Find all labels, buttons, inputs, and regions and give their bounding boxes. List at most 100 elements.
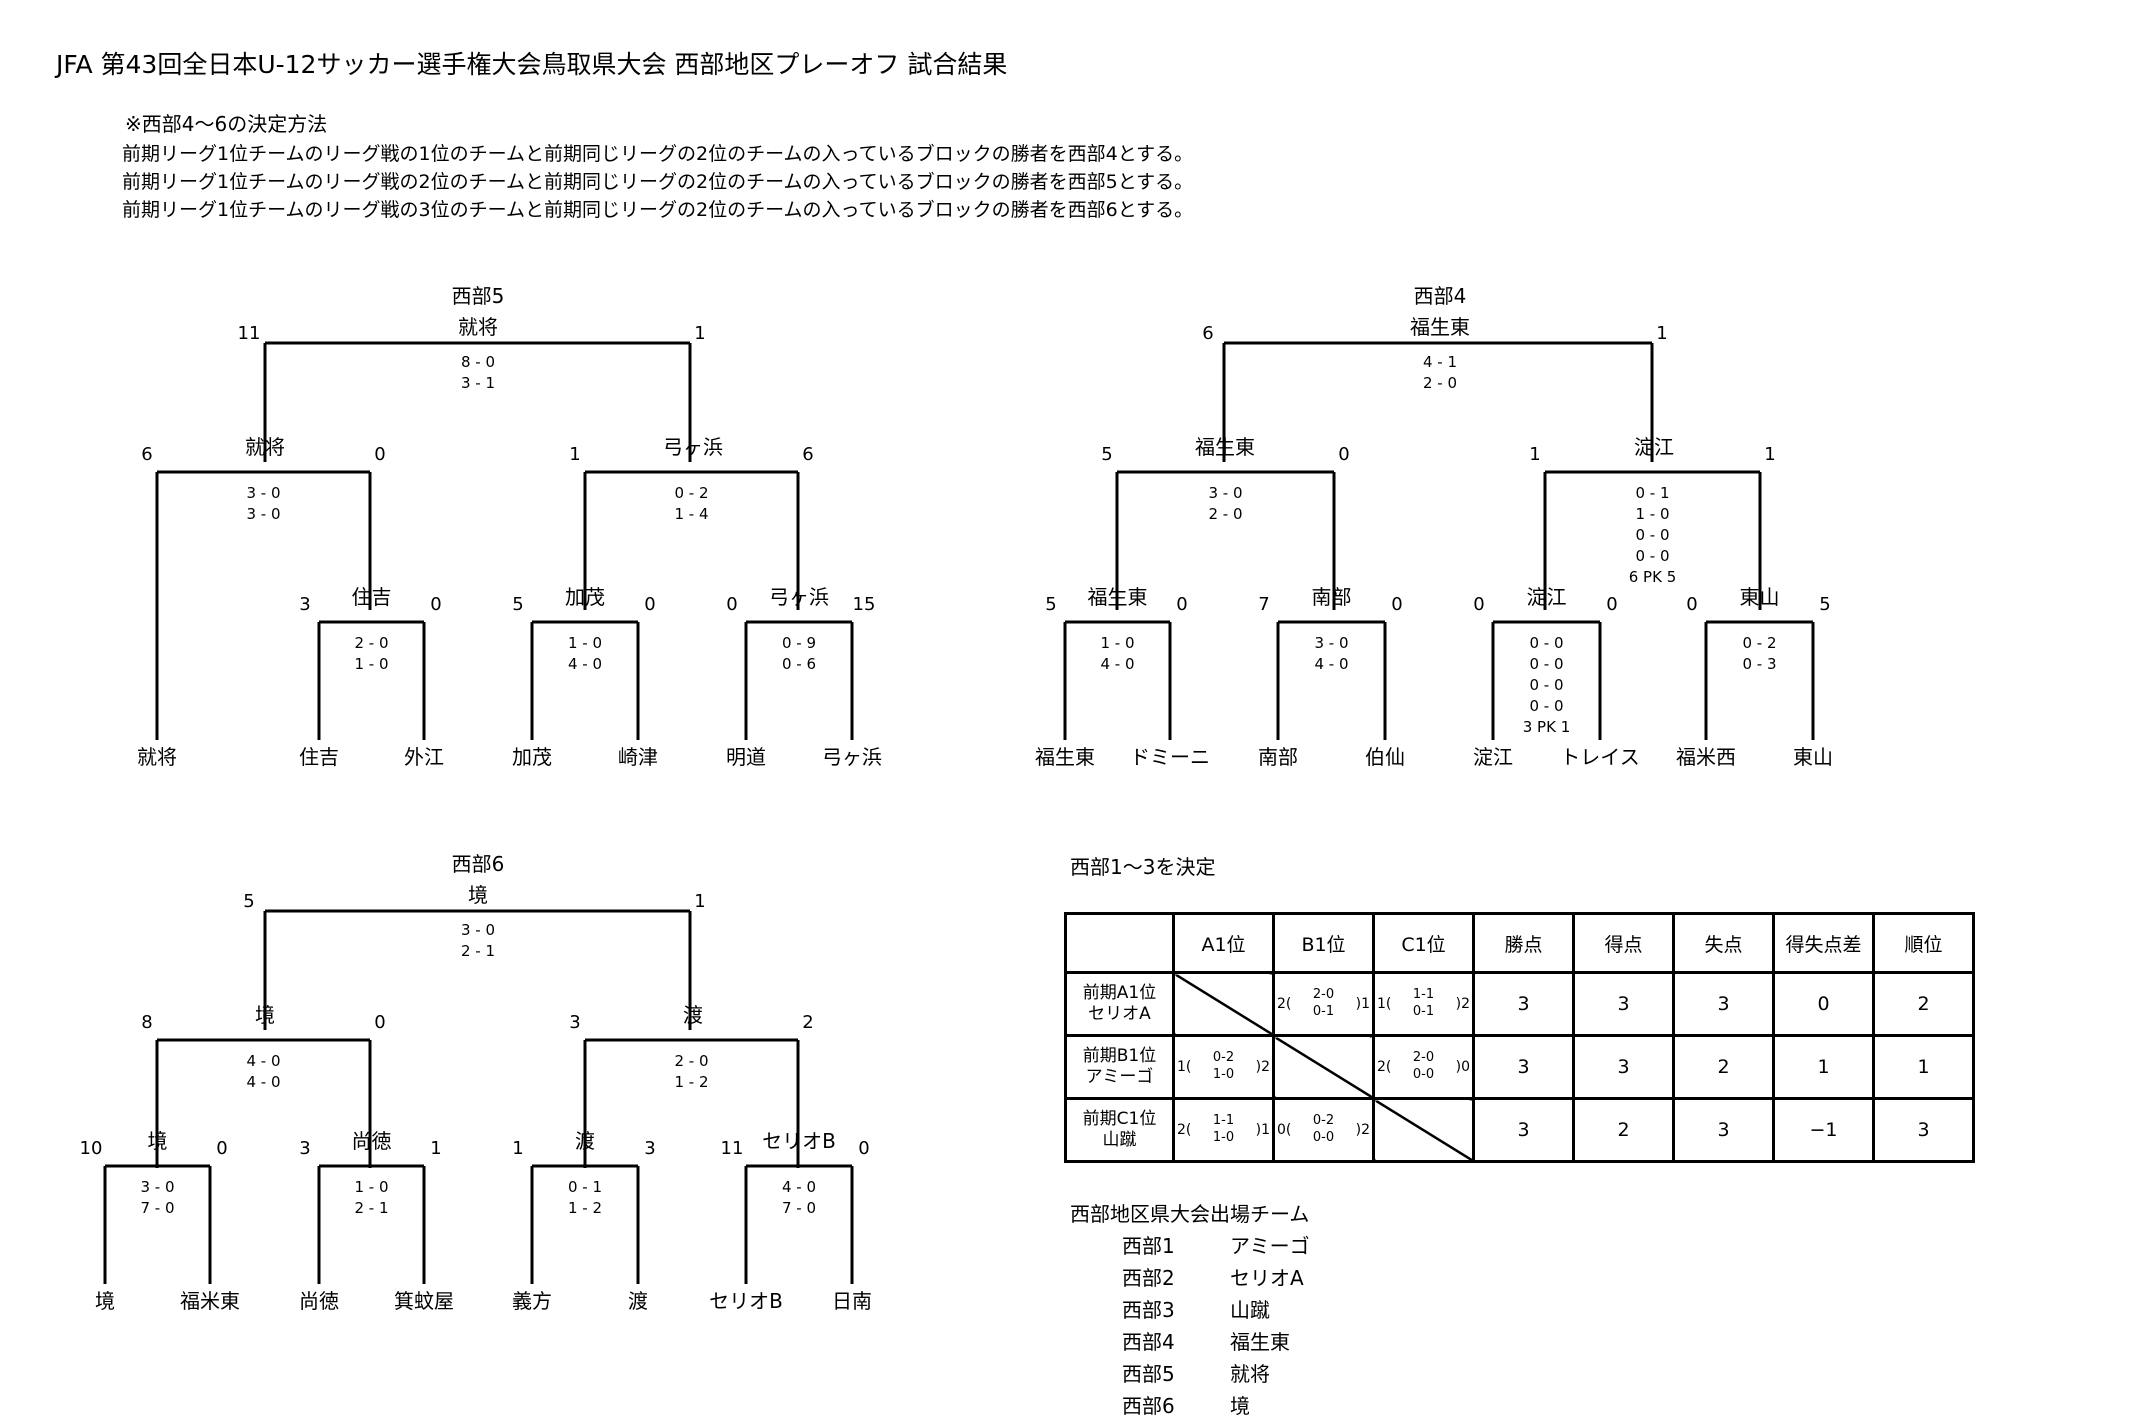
final-score: 3 - 0	[461, 921, 495, 939]
quarter-winner: 尚徳	[352, 1129, 392, 1153]
note-line: 前期リーグ1位チームのリーグ戦の1位のチームと前期同じリーグの2位のチームの入っ…	[122, 143, 1194, 165]
standings-header-cell: A1位	[1172, 912, 1275, 974]
semi-left-goals: 8	[141, 1012, 152, 1033]
match-half-score: 0-2	[1312, 1113, 1335, 1129]
standings-pts: 3	[1472, 1097, 1575, 1163]
quarter-winner: 境	[148, 1129, 168, 1153]
standings-header-cell: B1位	[1272, 912, 1375, 974]
semi-score: 0 - 0	[1635, 526, 1669, 544]
team-name: 福生東	[1035, 745, 1095, 769]
final-right-goals: 1	[694, 891, 705, 912]
quarter-right-goals: 0	[216, 1138, 227, 1159]
quarter-left-goals: 5	[1045, 594, 1056, 615]
quarter-winner: 淀江	[1527, 585, 1567, 609]
quarter-score: 0 - 1	[568, 1178, 602, 1196]
quarter-winner: 東山	[1740, 585, 1780, 609]
quarter-score: 1 - 0	[354, 1178, 388, 1196]
match-left: 2(	[1377, 1059, 1392, 1075]
match-half-score: 0-2	[1212, 1050, 1235, 1066]
team-name: 福米西	[1676, 745, 1736, 769]
team-name: 福米東	[180, 1289, 240, 1313]
semi-right-goals: 2	[802, 1012, 813, 1033]
standings-row-head: 前期A1位セリオA	[1064, 971, 1175, 1037]
team-name: 日南	[832, 1289, 872, 1313]
row-team: アミーゴ	[1085, 1067, 1154, 1087]
final-winner: 福生東	[1410, 315, 1470, 339]
semi-score: 0 - 2	[674, 484, 708, 502]
match-right: )0	[1455, 1059, 1470, 1075]
match-half-score: 0-0	[1312, 1130, 1335, 1145]
semi-score: 3 - 0	[246, 505, 280, 523]
semi-score: 6 PK 5	[1629, 568, 1677, 586]
quarter-right-goals: 1	[430, 1138, 441, 1159]
standings-header-cell	[1064, 912, 1175, 974]
team-name: セリオB	[709, 1289, 783, 1313]
semi-winner: 福生東	[1195, 435, 1255, 459]
quarter-right-goals: 0	[1606, 594, 1617, 615]
qualified-team: 境	[1230, 1394, 1250, 1418]
quarter-score: 7 - 0	[140, 1199, 174, 1217]
page-title: JFA 第43回全日本U-12サッカー選手権大会鳥取県大会 西部地区プレーオフ …	[56, 50, 1008, 79]
qualified-slot: 西部6	[1122, 1394, 1175, 1418]
bracket-title: 西部5	[452, 284, 505, 308]
standings-header-cell: 得点	[1572, 912, 1675, 974]
match-left: 0(	[1277, 1122, 1292, 1138]
semi-score: 3 - 0	[246, 484, 280, 502]
semi-left-goals: 1	[1529, 444, 1540, 465]
match-half-score: 2-0	[1412, 1050, 1435, 1066]
quarter-score: 3 PK 1	[1523, 718, 1571, 736]
quarter-score: 0 - 9	[782, 634, 816, 652]
qualified-slot: 西部3	[1122, 1298, 1175, 1322]
semi-score: 4 - 0	[246, 1052, 280, 1070]
final-winner: 就将	[458, 315, 498, 339]
quarter-right-goals: 0	[1176, 594, 1187, 615]
semi-score: 2 - 0	[674, 1052, 708, 1070]
quarter-right-goals: 15	[853, 594, 876, 615]
note-line: 前期リーグ1位チームのリーグ戦の3位のチームと前期同じリーグの2位のチームの入っ…	[122, 199, 1194, 221]
standings-gf: 3	[1572, 971, 1675, 1037]
match-left: 2(	[1277, 996, 1292, 1012]
qualified-team: 山蹴	[1230, 1298, 1270, 1322]
semi-left-goals: 5	[1101, 444, 1112, 465]
match-right: )2	[1455, 996, 1470, 1012]
quarter-score: 3 - 0	[140, 1178, 174, 1196]
team-name: 住吉	[299, 745, 339, 769]
quarter-left-goals: 0	[726, 594, 737, 615]
team-name: 弓ヶ浜	[822, 745, 882, 769]
quarter-score: 4 - 0	[568, 655, 602, 673]
quarter-left-goals: 7	[1258, 594, 1269, 615]
quarter-left-goals: 11	[721, 1138, 744, 1159]
team-name: 加茂	[512, 745, 552, 769]
semi-winner: 弓ヶ浜	[663, 435, 723, 459]
standings-rank: 2	[1872, 971, 1975, 1037]
qualified-slot: 西部2	[1122, 1266, 1175, 1290]
quarter-winner: 住吉	[352, 585, 392, 609]
semi-right-goals: 0	[1338, 444, 1349, 465]
match-half-score: 0-1	[1312, 1004, 1335, 1019]
team-name: 外江	[404, 745, 444, 769]
standings-rank: 3	[1872, 1097, 1975, 1163]
quarter-score: 4 - 0	[782, 1178, 816, 1196]
team-name: 伯仙	[1365, 745, 1405, 769]
semi-right-goals: 1	[1764, 444, 1775, 465]
team-name: 淀江	[1473, 745, 1513, 769]
semi-score: 0 - 0	[1635, 547, 1669, 565]
semi-right-goals: 0	[374, 444, 385, 465]
bracket-title: 西部6	[452, 852, 505, 876]
qualified-slot: 西部5	[1122, 1362, 1175, 1386]
semi-left-goals: 3	[569, 1012, 580, 1033]
final-right-goals: 1	[1656, 323, 1667, 344]
note-line: 前期リーグ1位チームのリーグ戦の2位のチームと前期同じリーグの2位のチームの入っ…	[122, 171, 1194, 193]
quarter-left-goals: 0	[1473, 594, 1484, 615]
final-score: 3 - 1	[461, 374, 495, 392]
standings-ga: 3	[1672, 1097, 1775, 1163]
